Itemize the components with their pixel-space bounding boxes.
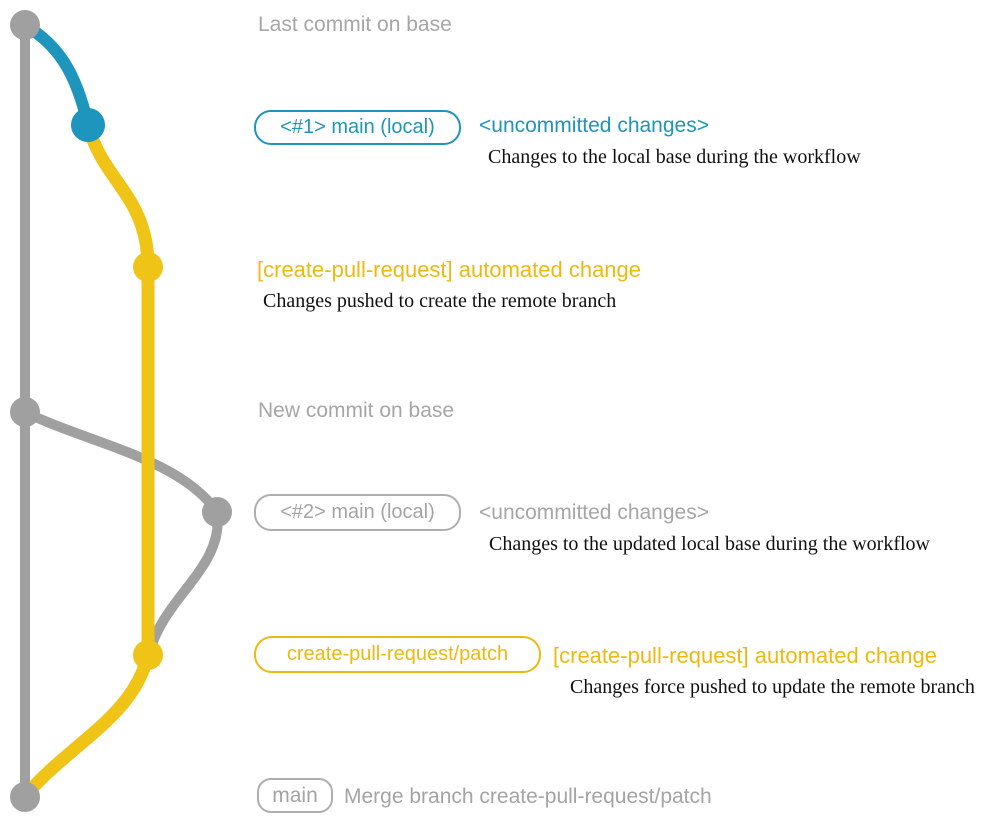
branch-edge-base-to-main2 — [20, 407, 222, 517]
commit-heading-uncommitted-changes-1: <uncommitted changes> — [479, 114, 709, 137]
commit-heading-uncommitted-changes-2: <uncommitted changes> — [479, 501, 709, 524]
commit-node-patch-1 — [133, 252, 163, 282]
branch-badge-create-pull-request-patch: create-pull-request/patch — [254, 636, 541, 673]
commit-heading-automated-change-1: [create-pull-request] automated change — [257, 257, 642, 282]
branch-edge-patch-to-merge — [20, 648, 155, 801]
branch-badge-main-local-2: <#2> main (local) — [254, 494, 461, 531]
commit-node-main-local-1 — [71, 108, 105, 142]
commit-node-new-commit-on-base — [10, 397, 40, 427]
branch-edge-base-to-main1 — [19, 19, 94, 131]
commit-node-last-commit-on-base — [10, 10, 40, 40]
commit-message-merge-branch: Merge branch create-pull-request/patch — [344, 785, 712, 808]
commit-heading-automated-change-2: [create-pull-request] automated change — [553, 643, 938, 668]
commit-caption-updated-local-base-changes: Changes to the updated local base during… — [489, 533, 930, 555]
commit-node-merge — [10, 782, 40, 812]
branch-edge-main1-to-patch — [81, 118, 155, 274]
commit-caption-pushed-create-branch: Changes pushed to create the remote bran… — [263, 290, 617, 312]
commit-caption-force-pushed-update-branch: Changes force pushed to update the remot… — [570, 676, 975, 698]
branch-badge-main: main — [257, 778, 333, 813]
annotation-new-commit-on-base: New commit on base — [258, 399, 455, 422]
commit-node-main-local-2 — [202, 497, 232, 527]
branch-edge-main2-to-patch — [144, 507, 223, 660]
commit-caption-local-base-changes: Changes to the local base during the wor… — [488, 146, 861, 168]
branch-badge-main-local-1: <#1> main (local) — [254, 110, 461, 145]
commit-node-patch-2 — [133, 640, 163, 670]
annotation-last-commit-on-base: Last commit on base — [258, 13, 452, 36]
